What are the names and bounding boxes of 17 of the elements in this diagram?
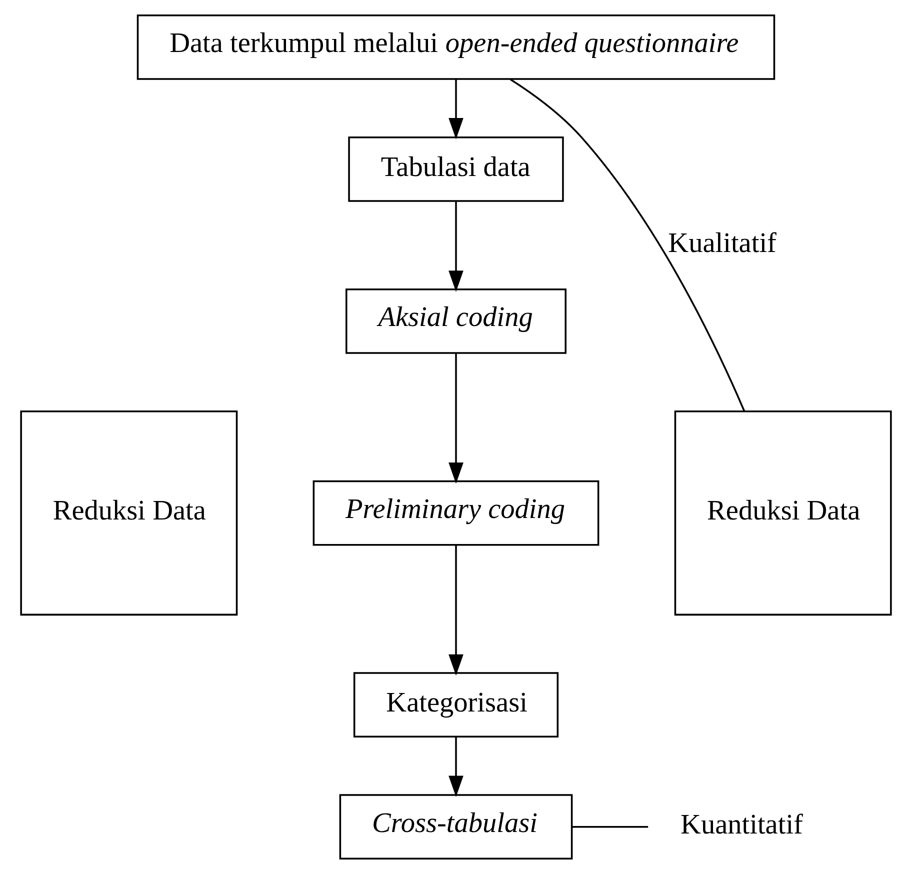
- node-box: Tabulasi data: [348, 136, 564, 202]
- node-box: Preliminary coding: [312, 480, 600, 546]
- arrow: [448, 545, 464, 676]
- arrow: [448, 79, 464, 140]
- node-box: Aksial coding: [346, 288, 566, 354]
- connector: [572, 826, 648, 828]
- arrow: [448, 202, 464, 292]
- arrow: [448, 737, 464, 797]
- edge-label: Kualitatif: [668, 228, 776, 259]
- node-box: Kategorisasi: [353, 672, 559, 738]
- node-box: Data terkumpul melalui open-ended questionnaire: [136, 14, 776, 80]
- node-box: Reduksi Data: [674, 410, 892, 616]
- connector: [510, 78, 746, 412]
- node-text: Kuantitatif: [680, 810, 803, 841]
- node-box: Cross-tabulasi: [339, 794, 573, 860]
- node-box: Reduksi Data: [20, 410, 238, 616]
- arrow: [448, 353, 464, 484]
